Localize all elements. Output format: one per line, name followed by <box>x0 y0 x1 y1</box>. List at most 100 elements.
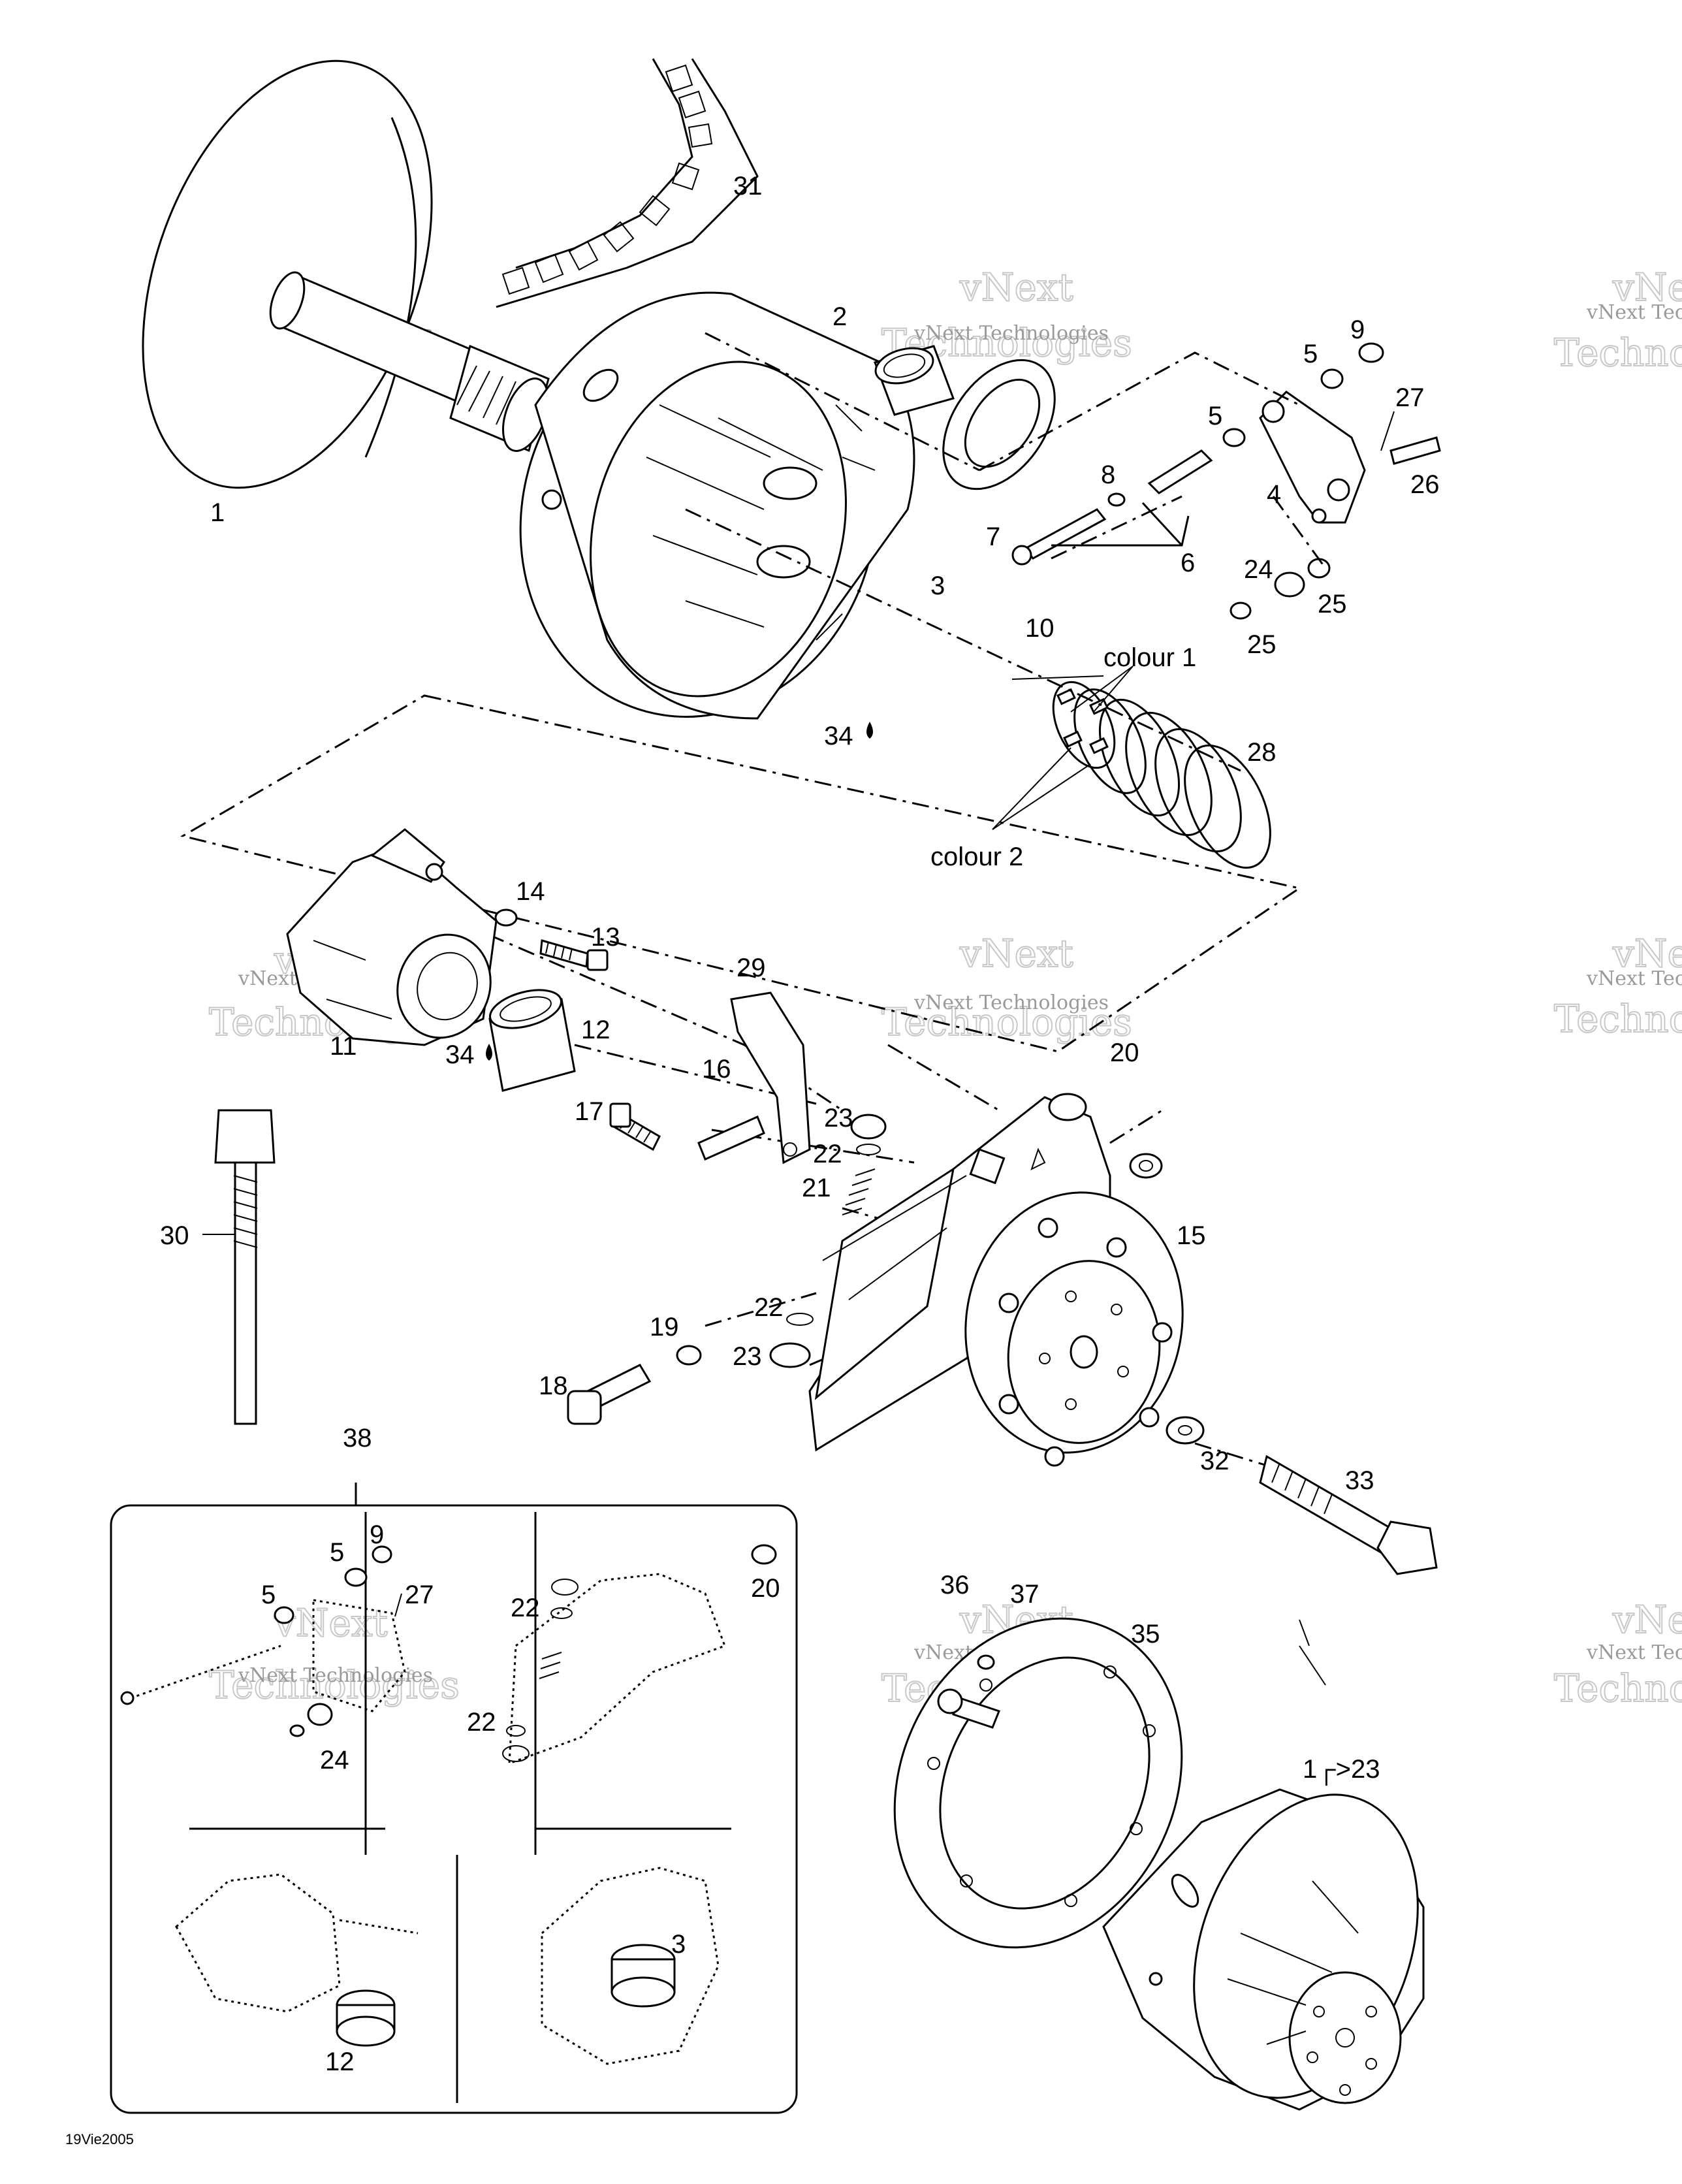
callout-34b: 34 <box>445 1040 475 1069</box>
callout-1-to-23: 1┌>23 <box>1303 1755 1380 1786</box>
callout-25b: 25 <box>1247 630 1277 659</box>
callout-3: 3 <box>930 571 945 600</box>
inset-callout-5a: 5 <box>330 1538 344 1567</box>
inset-callout-24: 24 <box>320 1746 349 1774</box>
svg-text:vNext: vNext <box>1612 1598 1682 1642</box>
inset-housing <box>175 1873 419 2047</box>
callout-5b: 5 <box>1208 402 1222 430</box>
svg-text:vNext: vNext <box>274 1601 388 1645</box>
svg-text:Technologies: Technologies <box>1554 330 1682 375</box>
part-20-23 <box>769 1114 1163 1368</box>
note-colour-1: colour 1 <box>1103 643 1196 672</box>
inset-spider <box>502 1544 777 1765</box>
callout-28: 28 <box>1247 738 1277 767</box>
callout-16: 16 <box>702 1055 731 1084</box>
svg-text:vNext Technologies: vNext Technologies <box>913 991 1109 1014</box>
oil-drop-icon <box>866 722 873 739</box>
callout-5a: 5 <box>1303 340 1318 368</box>
watermark-9: vNext Technologies vNext Technologies <box>1553 1597 1682 1711</box>
svg-text:vNext: vNext <box>1612 931 1682 976</box>
callout-38: 38 <box>343 1424 372 1453</box>
part-35-cover <box>893 1617 1183 1949</box>
part-12-bushing <box>488 989 576 1092</box>
svg-text:vNext Technologies: vNext Technologies <box>238 1664 433 1687</box>
callout-11: 11 <box>330 1032 357 1061</box>
svg-text:vNext: vNext <box>959 931 1073 976</box>
callout-17: 17 <box>575 1097 604 1126</box>
inset-panel <box>110 1483 798 2114</box>
svg-text:vNext Technologies: vNext Technologies <box>1586 301 1682 324</box>
callout-14: 14 <box>516 877 545 906</box>
callout-27: 27 <box>1395 383 1425 412</box>
callout-2: 2 <box>833 302 847 331</box>
callout-26: 26 <box>1410 470 1440 499</box>
svg-text:Technologies: Technologies <box>1554 997 1682 1041</box>
note-colour-2: colour 2 <box>930 843 1023 871</box>
callout-23a: 23 <box>824 1104 853 1132</box>
inset-callout-12: 12 <box>325 2048 355 2076</box>
callout-15: 15 <box>1177 1221 1206 1250</box>
callout-12: 12 <box>581 1016 611 1044</box>
part-32-33 <box>1166 1416 1438 1575</box>
callout-34a: 34 <box>824 722 853 750</box>
callout-22b: 22 <box>754 1293 784 1322</box>
callout-29: 29 <box>737 954 766 982</box>
part-11-housing <box>286 828 498 1046</box>
inset-callout-22a: 22 <box>511 1594 540 1622</box>
svg-text:Technologies: Technologies <box>881 1000 1132 1044</box>
watermark-5: vNext Technologies vNext Technologies <box>881 931 1133 1045</box>
inset-callout-3: 3 <box>671 1930 686 1959</box>
part-29-cam <box>730 991 811 1164</box>
callout-labels: 1 2 3 4 5 5 6 7 8 9 10 11 12 13 14 15 16… <box>65 172 1440 2147</box>
callout-7: 7 <box>986 522 1000 551</box>
svg-text:vNext Technologies: vNext Technologies <box>1586 967 1682 990</box>
callout-19: 19 <box>650 1313 679 1341</box>
svg-text:vNext Technologies: vNext Technologies <box>1586 1641 1682 1664</box>
callout-33: 33 <box>1345 1466 1374 1495</box>
callout-23b: 23 <box>733 1342 762 1371</box>
part-3-bushing <box>874 345 955 416</box>
part-pins-screws <box>567 1102 765 1425</box>
part-fixed-sheave <box>142 59 550 489</box>
watermark-6: vNext Technologies vNext Technologies <box>1553 931 1682 1042</box>
svg-text:vNext Technologies: vNext Technologies <box>913 322 1109 345</box>
part-30-bolt <box>214 1109 276 1425</box>
part-13-14-screw <box>494 908 609 971</box>
part-15-spider <box>808 1093 1184 1467</box>
svg-text:vNext: vNext <box>1612 265 1682 310</box>
callout-36: 36 <box>940 1571 970 1599</box>
part-complete-assembly <box>1102 1788 1425 2111</box>
callout-37: 37 <box>1010 1580 1039 1609</box>
leader-lines <box>202 666 1326 1686</box>
inset-callout-9: 9 <box>370 1520 384 1549</box>
callout-4: 4 <box>1267 480 1281 509</box>
callout-35: 35 <box>1131 1620 1160 1648</box>
inset-callout-27: 27 <box>405 1581 434 1609</box>
inset-callout-22b: 22 <box>467 1708 496 1737</box>
watermark-7: vNext Technologies vNext Technologies <box>208 1600 460 1708</box>
callout-30: 30 <box>160 1221 189 1250</box>
part-lever-assembly <box>1011 342 1441 620</box>
part-10-washer <box>942 359 1056 490</box>
callout-25a: 25 <box>1318 590 1347 618</box>
drawing-code: 19Vie2005 <box>65 2131 134 2147</box>
oil-drop-icon <box>486 1044 492 1061</box>
inset-sheave <box>541 1867 720 2065</box>
callout-6: 6 <box>1181 549 1195 577</box>
inset-callout-5b: 5 <box>261 1581 276 1609</box>
svg-text:Technologies: Technologies <box>209 1663 460 1707</box>
callout-24: 24 <box>1244 555 1273 584</box>
callout-1: 1 <box>210 498 225 527</box>
callout-31: 31 <box>733 172 763 201</box>
part-drive-belt <box>496 58 759 308</box>
callout-20: 20 <box>1110 1038 1139 1067</box>
watermark-3: vNext Technologies vNext Technologies <box>1553 265 1682 376</box>
callout-9: 9 <box>1350 315 1365 344</box>
inset-callout-20: 20 <box>751 1574 780 1603</box>
callout-8: 8 <box>1101 460 1115 489</box>
lubricant-drop-icons <box>486 722 873 1061</box>
callout-13: 13 <box>591 923 620 952</box>
inset-lever <box>120 1545 406 1737</box>
svg-text:Technologies: Technologies <box>1554 1666 1682 1710</box>
